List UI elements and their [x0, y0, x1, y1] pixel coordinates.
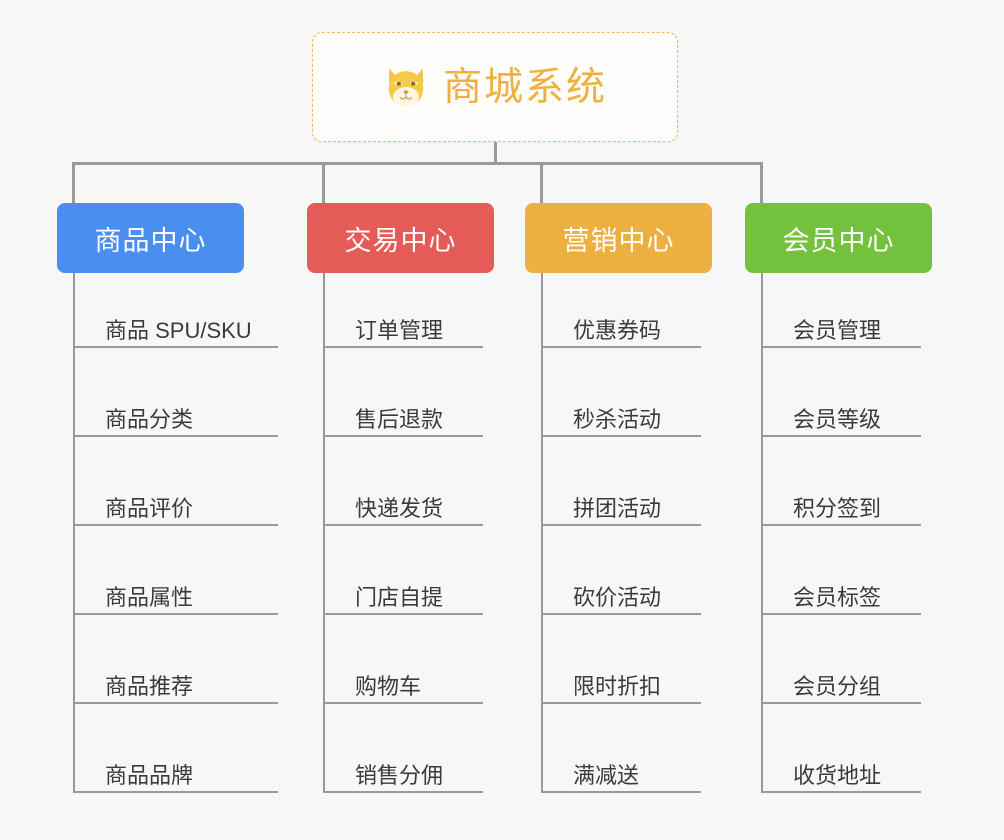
leaf-underline	[323, 346, 483, 348]
root-node[interactable]: 商城系统	[312, 32, 678, 142]
category-label: 交易中心	[344, 225, 457, 256]
branch-drop-line-3	[540, 162, 543, 203]
leaf-trunk-line	[541, 273, 543, 793]
leaf-underline	[541, 613, 701, 615]
category-label: 商品中心	[94, 225, 207, 256]
leaf-item-label: 商品 SPU/SKU	[105, 318, 252, 343]
leaf-item-label: 销售分佣	[355, 763, 444, 788]
leaf-item-label: 积分签到	[793, 496, 882, 521]
leaf-underline	[323, 524, 483, 526]
category-box-2[interactable]: 交易中心	[307, 203, 494, 273]
leaf-underline	[541, 346, 701, 348]
leaf-item-label: 商品分类	[105, 407, 194, 432]
leaf-underline	[761, 613, 921, 615]
leaf-underline	[323, 791, 483, 793]
leaf-underline	[761, 524, 921, 526]
leaf-underline	[761, 435, 921, 437]
leaf-underline	[541, 702, 701, 704]
leaf-item-label: 购物车	[355, 674, 422, 699]
leaf-underline	[323, 435, 483, 437]
category-box-1[interactable]: 商品中心	[57, 203, 244, 273]
leaf-item-label: 商品推荐	[105, 674, 194, 699]
leaf-item-label: 门店自提	[355, 585, 444, 610]
root-stem-line	[494, 142, 497, 165]
root-title: 商城系统	[442, 65, 607, 109]
leaf-item-label: 会员分组	[793, 674, 882, 699]
leaf-underline	[761, 702, 921, 704]
horizontal-bus-line	[73, 162, 761, 165]
leaf-underline	[73, 524, 278, 526]
leaf-item-label: 快递发货	[355, 496, 444, 521]
leaf-underline	[323, 702, 483, 704]
leaf-underline	[73, 791, 278, 793]
leaf-item-label: 订单管理	[355, 318, 444, 343]
leaf-item-label: 拼团活动	[573, 496, 662, 521]
leaf-trunk-line	[323, 273, 325, 793]
leaf-item-label: 秒杀活动	[573, 407, 662, 432]
category-box-3[interactable]: 营销中心	[525, 203, 712, 273]
leaf-item-label: 商品评价	[105, 496, 194, 521]
leaf-underline	[541, 435, 701, 437]
leaf-item-label: 优惠券码	[573, 318, 662, 343]
leaf-item-label: 会员标签	[793, 585, 882, 610]
leaf-underline	[73, 702, 278, 704]
leaf-item-label: 商品属性	[105, 585, 194, 610]
leaf-item-label: 会员管理	[793, 318, 882, 343]
leaf-item-label: 收货地址	[793, 763, 882, 788]
leaf-trunk-line	[73, 273, 75, 793]
leaf-item-label: 售后退款	[355, 407, 444, 432]
leaf-underline	[73, 613, 278, 615]
category-label: 会员中心	[782, 225, 895, 256]
branch-drop-line-2	[322, 162, 325, 203]
leaf-underline	[761, 346, 921, 348]
branch-drop-line-1	[72, 162, 75, 203]
leaf-item-label: 会员等级	[793, 407, 882, 432]
leaf-underline	[541, 791, 701, 793]
leaf-underline	[541, 524, 701, 526]
leaf-underline	[73, 346, 278, 348]
leaf-underline	[73, 435, 278, 437]
leaf-item-label: 满减送	[573, 763, 640, 788]
leaf-trunk-line	[761, 273, 763, 793]
leaf-item-label: 砍价活动	[573, 585, 662, 610]
leaf-item-label: 商品品牌	[105, 763, 194, 788]
leaf-item-label: 限时折扣	[573, 674, 662, 699]
category-box-4[interactable]: 会员中心	[745, 203, 932, 273]
leaf-underline	[323, 613, 483, 615]
branch-drop-line-4	[760, 162, 763, 203]
category-label: 营销中心	[562, 225, 675, 256]
leaf-underline	[761, 791, 921, 793]
shiba-dog-icon	[388, 68, 424, 106]
